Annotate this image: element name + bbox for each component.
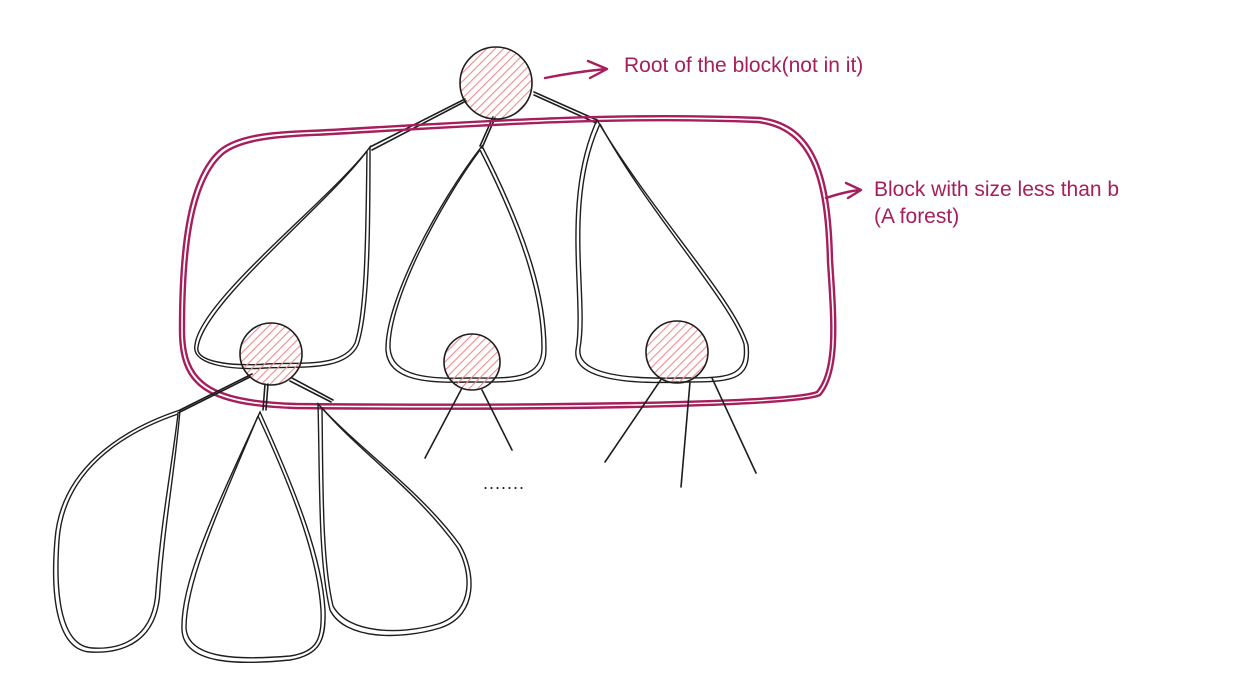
block-annotation-line-1: Block with size less than b (874, 178, 1120, 201)
root-annotation-label: Root of the block(not in it) (624, 54, 864, 77)
lower-subtree-3 (317, 402, 472, 637)
outgoing-edges (177, 373, 757, 488)
block-outline (178, 114, 837, 410)
node-middle (443, 333, 501, 391)
lower-subtree-1 (52, 408, 181, 653)
root-arrow (543, 59, 609, 80)
lower-subtree-2 (181, 410, 326, 664)
block-arrow (824, 181, 863, 200)
node-left (239, 322, 303, 386)
node-right (645, 320, 709, 384)
root-node (459, 46, 533, 120)
block-annotation-label: Block with size less than b (A forest) (874, 176, 1119, 230)
continuation-ellipsis: ....... (483, 473, 526, 493)
block-annotation-line-2: (A forest) (874, 205, 960, 228)
